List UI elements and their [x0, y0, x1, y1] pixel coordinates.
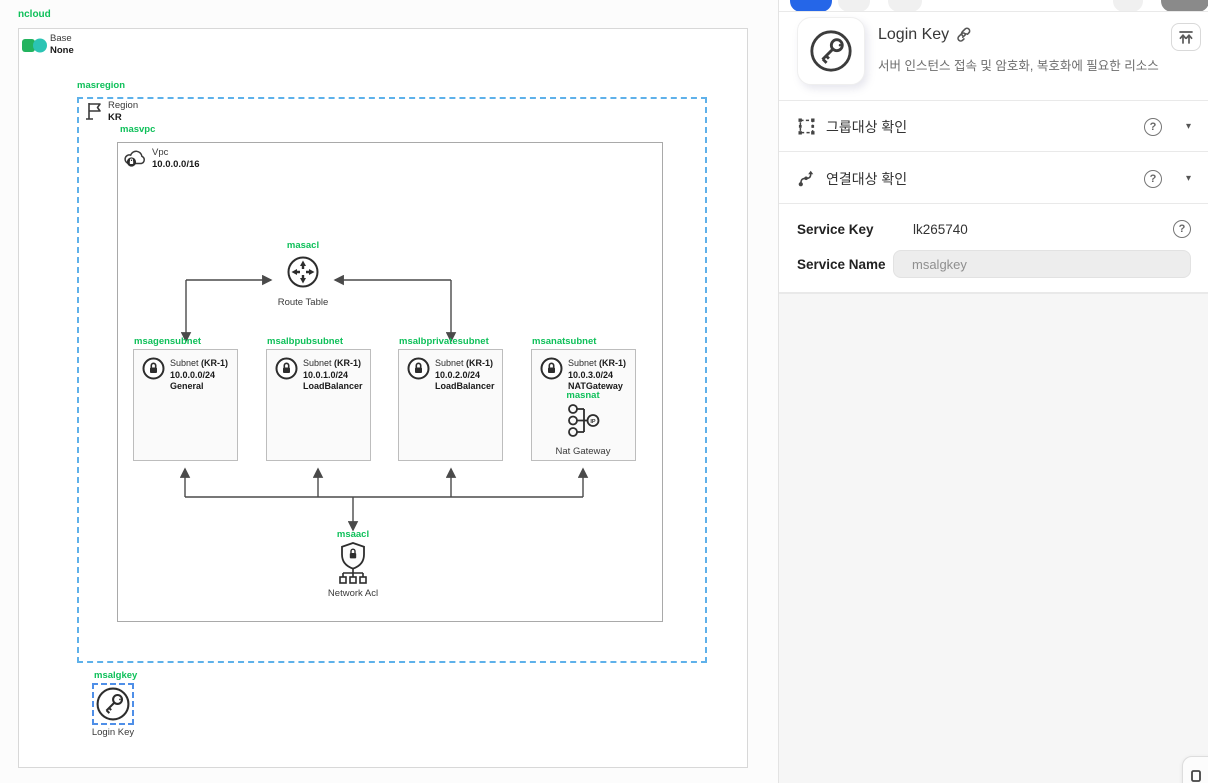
- panel-description: 서버 인스턴스 접속 및 암호화, 복호화에 필요한 리소스: [878, 59, 1159, 73]
- widget-icon: [1191, 770, 1201, 782]
- route-table-caption: Route Table: [277, 297, 329, 308]
- subnet-group-name: msalbprivatesubnet: [399, 336, 489, 347]
- toolbar-primary-button[interactable]: [790, 0, 832, 12]
- accordion-connection-target[interactable]: 연결대상 확인 ? ▾: [779, 154, 1208, 203]
- subnet-lock-icon: [142, 357, 165, 380]
- ncloud-root-label: ncloud: [18, 9, 51, 20]
- service-name-label: Service Name: [797, 256, 886, 272]
- ncloud-base-icon: [22, 38, 47, 53]
- login-key-caption: Login Key: [91, 727, 135, 738]
- vpc-cloud-icon: [124, 150, 145, 167]
- login-key-icon: [96, 687, 130, 721]
- link-icon[interactable]: [956, 27, 973, 44]
- nat-gateway-group-name: masnat: [566, 390, 600, 401]
- vpc-type-label: Vpc: [152, 147, 169, 158]
- region-type-label: Region: [108, 100, 139, 111]
- nat-gateway-caption: Nat Gateway: [555, 446, 611, 457]
- properties-panel: Login Key 서버 인스턴스 접속 및 암호화, 복호화에 필요한 리소스: [778, 0, 1208, 783]
- toolbar-button[interactable]: [888, 0, 922, 12]
- service-name-row: Service Name: [779, 249, 1208, 279]
- login-key-node[interactable]: [92, 683, 134, 725]
- vpc-group-name: masvpc: [120, 124, 156, 135]
- vpc-container[interactable]: [117, 142, 663, 622]
- service-key-value: lk265740: [913, 221, 968, 237]
- panel-title: Login Key: [878, 26, 973, 44]
- diagram-canvas[interactable]: ncloud Base None masregion Region KR mas…: [0, 0, 778, 783]
- subnet-lock-icon: [275, 357, 298, 380]
- route-table-group-name: masacl: [286, 240, 320, 251]
- floating-widget-button[interactable]: [1182, 756, 1208, 783]
- nat-gateway-icon[interactable]: IP: [567, 403, 600, 438]
- region-flag-icon: [86, 103, 101, 120]
- connector-icon: [798, 170, 814, 187]
- service-key-row: Service Key lk265740 ?: [779, 214, 1208, 244]
- vpc-cidr-label: 10.0.0.0/16: [152, 159, 200, 170]
- service-key-label: Service Key: [797, 221, 874, 237]
- subnet-node[interactable]: Subnet (KR-1) 10.0.2.0/24 LoadBalancer: [398, 349, 503, 461]
- toolbar-button[interactable]: [1113, 0, 1143, 12]
- accordion-label: 연결대상 확인: [826, 170, 908, 187]
- login-key-group-name: msalgkey: [94, 670, 138, 681]
- chevron-down-icon[interactable]: ▾: [1185, 173, 1191, 184]
- subnet-node[interactable]: Subnet (KR-1) 10.0.0.0/24 General: [133, 349, 238, 461]
- base-type-label: Base: [50, 33, 72, 44]
- group-select-icon: [798, 118, 815, 135]
- region-code-label: KR: [108, 112, 122, 123]
- service-name-input[interactable]: [893, 250, 1191, 278]
- help-icon[interactable]: ?: [1143, 117, 1162, 136]
- subnet-node[interactable]: Subnet (KR-1) 10.0.1.0/24 LoadBalancer: [266, 349, 371, 461]
- subnet-lock-icon: [407, 357, 430, 380]
- help-icon[interactable]: ?: [1173, 220, 1191, 238]
- chevron-down-icon[interactable]: ▾: [1185, 121, 1191, 132]
- accordion-group-target[interactable]: 그룹대상 확인 ? ▾: [779, 102, 1208, 151]
- panel-empty-area: [779, 293, 1208, 783]
- region-container[interactable]: [77, 97, 707, 663]
- network-acl-caption: Network Acl: [327, 588, 379, 599]
- subnet-group-name: msanatsubnet: [532, 336, 597, 347]
- toolbar-dark-button[interactable]: [1161, 0, 1208, 12]
- resource-icon-card: [797, 17, 865, 85]
- help-icon[interactable]: ?: [1143, 169, 1162, 188]
- subnet-node[interactable]: Subnet (KR-1) 10.0.3.0/24 NATGateway: [531, 349, 636, 461]
- svg-text:IP: IP: [590, 419, 596, 425]
- route-table-icon[interactable]: [287, 256, 319, 288]
- toolbar-button[interactable]: [838, 0, 870, 12]
- network-acl-icon[interactable]: [334, 541, 372, 586]
- bring-to-top-button[interactable]: [1171, 23, 1201, 51]
- subnet-group-name: msagensubnet: [134, 336, 202, 347]
- region-group-name: masregion: [77, 80, 126, 91]
- accordion-label: 그룹대상 확인: [826, 118, 908, 135]
- base-value-label: None: [50, 45, 74, 56]
- network-acl-group-name: msaacl: [336, 529, 370, 540]
- subnet-lock-icon: [540, 357, 563, 380]
- subnet-group-name: msalbpubsubnet: [267, 336, 344, 347]
- login-key-icon: [810, 30, 852, 72]
- double-arrow-up-icon: [1179, 30, 1193, 44]
